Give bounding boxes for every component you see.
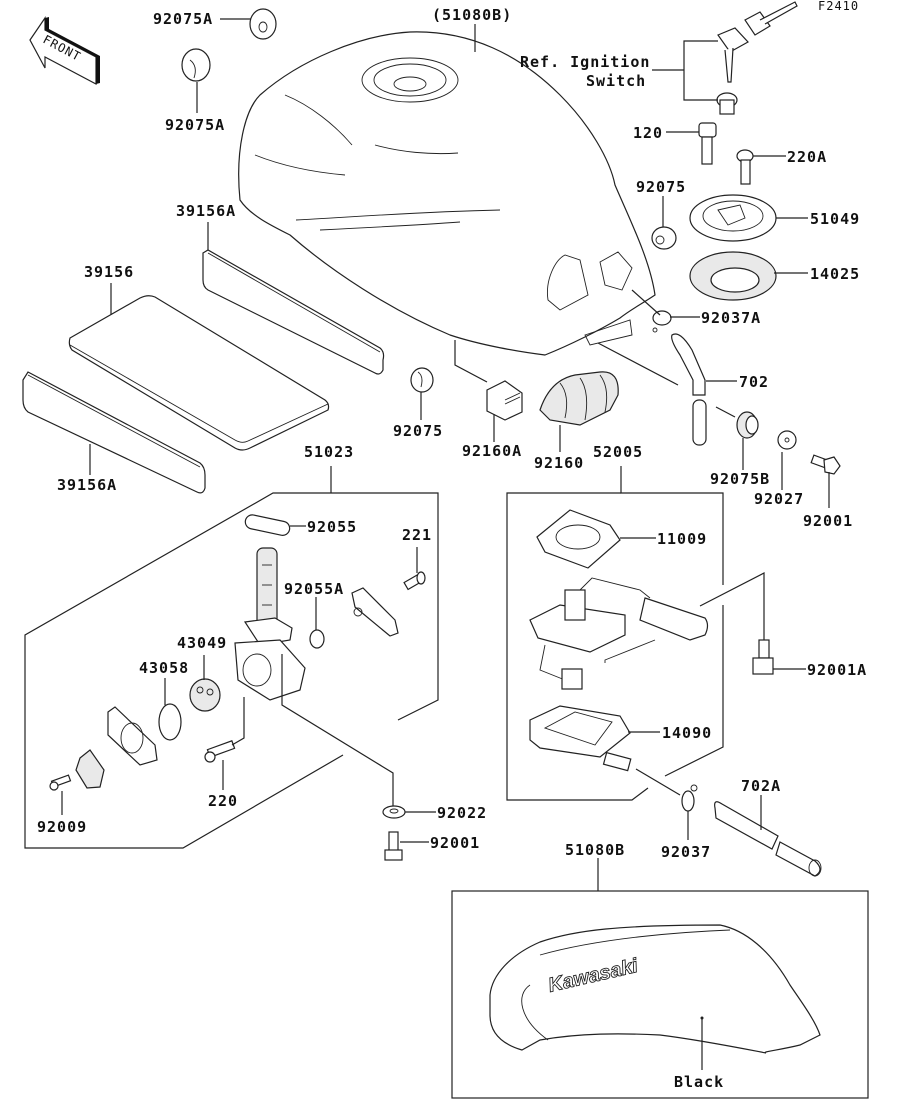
label-92075-right: 92075: [636, 178, 686, 196]
damper-92075A-top[interactable]: [249, 8, 277, 40]
ignition-key-icon: [717, 1, 798, 83]
label-51023: 51023: [304, 443, 354, 461]
label-92075A-low: 92075A: [165, 116, 225, 134]
label-92001-center: 92001: [430, 834, 480, 852]
label-702: 702: [739, 373, 769, 391]
label-tank-ref: (51080B): [432, 6, 512, 24]
ignition-lock-plug: [716, 92, 738, 115]
damper-92075-center[interactable]: [410, 367, 434, 393]
damper-92075-right[interactable]: [651, 226, 677, 250]
label-14025: 14025: [810, 265, 860, 283]
label-92001A: 92001A: [807, 661, 867, 679]
fuel-tank[interactable]: [238, 31, 656, 356]
level-sensor-unit[interactable]: [529, 577, 709, 690]
tank-variant-box: [451, 890, 869, 1099]
label-92055A: 92055A: [284, 580, 344, 598]
label-43058: 43058: [139, 659, 189, 677]
label-92037: 92037: [661, 843, 711, 861]
label-39156A-top: 39156A: [176, 202, 236, 220]
diagram-code: F2410: [818, 0, 859, 13]
oring-43058[interactable]: [158, 703, 182, 741]
label-92160A: 92160A: [462, 442, 522, 460]
label-92075A-top: 92075A: [153, 10, 213, 28]
label-11009: 11009: [657, 530, 707, 548]
grommet-92075B[interactable]: [736, 411, 759, 439]
clamp-92037A[interactable]: [652, 310, 672, 333]
fuel-tank-black-variant[interactable]: [489, 924, 821, 1054]
fuel-cap-plate-51049[interactable]: [689, 194, 777, 242]
hose-702A[interactable]: [714, 801, 822, 877]
label-92055: 92055: [307, 518, 357, 536]
label-92022: 92022: [437, 804, 487, 822]
clamp-92037[interactable]: [681, 784, 698, 812]
label-92001-right: 92001: [803, 512, 853, 530]
screw-220[interactable]: [204, 740, 236, 763]
label-39156A-low: 39156A: [57, 476, 117, 494]
screw-220A[interactable]: [736, 149, 754, 185]
plate-11009[interactable]: [536, 509, 621, 569]
damper-92075A-low[interactable]: [181, 48, 211, 82]
front-arrow-icon: FRONT: [29, 16, 100, 85]
pad-39156[interactable]: [68, 295, 330, 451]
label-39156: 39156: [84, 263, 134, 281]
bolt-92001A[interactable]: [752, 639, 774, 675]
bolt-92001-center[interactable]: [384, 831, 403, 861]
filter-14090[interactable]: [529, 705, 632, 772]
cushion-92160[interactable]: [539, 371, 619, 426]
cushion-92160A[interactable]: [486, 380, 523, 421]
label-92075-center: 92075: [393, 422, 443, 440]
label-ignition-ref-2: Switch: [586, 72, 646, 90]
cover-plate[interactable]: [351, 587, 399, 637]
fuel-cock-lever[interactable]: [75, 749, 105, 789]
collar-92027[interactable]: [777, 430, 797, 450]
fuel-cock-body[interactable]: [234, 547, 306, 701]
label-51049: 51049: [810, 210, 860, 228]
oring-92055A[interactable]: [309, 629, 325, 649]
label-92037A: 92037A: [701, 309, 761, 327]
label-92160: 92160: [534, 454, 584, 472]
label-43049: 43049: [177, 634, 227, 652]
label-92075B: 92075B: [710, 470, 770, 488]
pad-39156A-top[interactable]: [202, 249, 385, 375]
gasket-43049[interactable]: [189, 678, 221, 712]
label-221: 221: [402, 526, 432, 544]
washer-92022[interactable]: [382, 805, 406, 819]
pad-39156A-low[interactable]: [22, 371, 206, 494]
label-220: 220: [208, 792, 238, 810]
label-ignition-ref-1: Ref. Ignition: [520, 53, 650, 71]
label-52005: 52005: [593, 443, 643, 461]
bolt-120[interactable]: [698, 122, 717, 165]
label-92027: 92027: [754, 490, 804, 508]
gasket-14025[interactable]: [689, 251, 777, 301]
label-color-black: Black: [674, 1073, 724, 1091]
label-92009: 92009: [37, 818, 87, 836]
label-220A: 220A: [787, 148, 827, 166]
hose-702[interactable]: [671, 333, 707, 446]
bolt-92001-right[interactable]: [810, 454, 841, 475]
label-120: 120: [633, 124, 663, 142]
screw-221[interactable]: [403, 571, 426, 591]
label-14090: 14090: [662, 724, 712, 742]
label-702A: 702A: [741, 777, 781, 795]
label-51080B: 51080B: [565, 841, 625, 859]
oring-92055[interactable]: [244, 514, 291, 537]
lever-plate[interactable]: [107, 706, 158, 766]
screw-92009[interactable]: [49, 774, 72, 791]
